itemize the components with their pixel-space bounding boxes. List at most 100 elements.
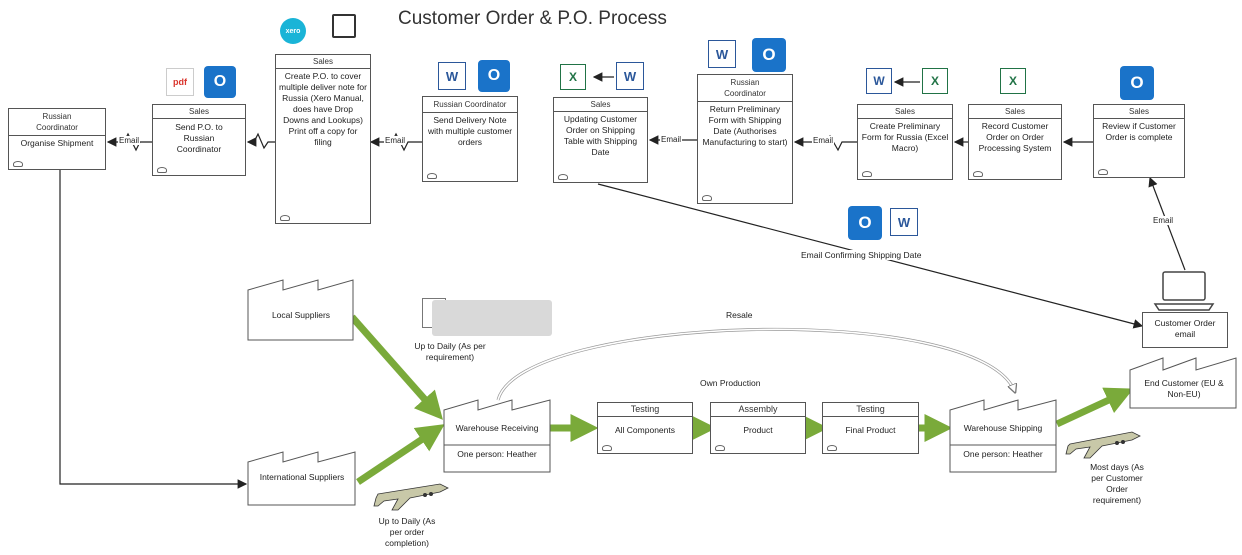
operator-icon — [862, 171, 872, 177]
operator-icon — [427, 173, 437, 179]
resale-label: Resale — [726, 310, 753, 320]
email-label: Email — [1152, 216, 1175, 225]
box-header: Russian Coordinator — [423, 97, 517, 113]
warehouse-receiving-label: Warehouse Receiving — [455, 423, 539, 433]
email-label: Email — [384, 136, 407, 145]
pdf-icon: pdf — [166, 68, 194, 96]
process-box-record-customer-order: Sales Record Customer Order on Order Pro… — [968, 104, 1062, 180]
excel-icon: X — [560, 64, 586, 90]
process-box-updating-customer-order: Sales Updating Customer Order on Shippin… — [553, 97, 648, 183]
box-body: Updating Customer Order on Shipping Tabl… — [563, 114, 638, 157]
excel-icon: X — [922, 68, 948, 94]
warehouse-receiving-footer: One person: Heather — [457, 449, 537, 459]
box-body: Create P.O. to cover multiple deliver no… — [279, 71, 367, 147]
box-body: All Components — [614, 425, 675, 435]
box-header: Testing — [598, 403, 692, 417]
word-icon: W — [708, 40, 736, 68]
outlook-icon: O — [1120, 66, 1154, 100]
international-suppliers-factory — [247, 451, 356, 506]
email-confirming-label: Email Confirming Shipping Date — [800, 250, 923, 260]
box-header: Sales — [276, 55, 370, 69]
box-body: Review if Customer Order is complete — [1102, 121, 1176, 142]
outlook-icon: O — [848, 206, 882, 240]
document-icon — [332, 14, 356, 38]
box-body: Customer Order email — [1154, 318, 1216, 339]
warehouse-receiving-factory — [443, 399, 551, 473]
operator-icon — [558, 174, 568, 180]
operator-icon — [1098, 169, 1108, 175]
process-box-send-po: Sales Send P.O. to Russian Coordinator — [152, 104, 246, 176]
box-body: Return Preliminary Form with Shipping Da… — [702, 104, 788, 147]
box-header: Testing — [823, 403, 918, 417]
airplane-icon-outbound — [1065, 431, 1141, 459]
word-icon: W — [866, 68, 892, 94]
push-intl-to-receiving — [356, 424, 445, 485]
box-body: Send Delivery Note with multiple custome… — [427, 115, 513, 147]
operator-icon — [715, 445, 725, 451]
box-body: Product — [743, 425, 773, 435]
process-box-create-preliminary-form: Sales Create Preliminary Form for Russia… — [857, 104, 953, 180]
box-header: Assembly — [711, 403, 805, 417]
airplane-icon-inbound — [373, 483, 449, 511]
process-box-review-customer-order: Sales Review if Customer Order is comple… — [1093, 104, 1185, 178]
email-label: Email — [812, 136, 835, 145]
operator-icon — [13, 161, 23, 167]
flow-organise-to-international — [59, 168, 248, 489]
local-frequency-label: Up to Daily (As per requirement) — [414, 341, 486, 362]
local-suppliers-label: Local Suppliers — [271, 310, 331, 320]
box-body: Final Product — [845, 425, 896, 435]
email-label: Email — [660, 135, 683, 144]
process-box-send-delivery-note: Russian Coordinator Send Delivery Note w… — [422, 96, 518, 182]
push-shipping-to-end-customer — [1055, 387, 1134, 428]
process-box-testing-final-product: Testing Final Product — [822, 402, 919, 454]
operator-icon — [702, 195, 712, 201]
warehouse-shipping-footer: One person: Heather — [963, 449, 1043, 459]
end-customer-label: End Customer (EU & Non-EU) — [1144, 378, 1224, 399]
box-body: Send P.O. to Russian Coordinator — [175, 122, 223, 154]
own-production-label: Own Production — [700, 378, 761, 388]
operator-icon — [280, 215, 290, 221]
end-customer-factory — [1129, 357, 1237, 409]
warehouse-shipping-factory — [949, 399, 1057, 473]
process-box-return-preliminary-form: Russian Coordinator Return Preliminary F… — [697, 74, 793, 204]
flow-create-po-to-send — [246, 132, 275, 150]
word-icon: W — [890, 208, 918, 236]
push-local-to-receiving — [349, 314, 443, 420]
diagram-title: Customer Order & P.O. Process — [398, 8, 667, 29]
box-header: Sales — [969, 105, 1061, 119]
word-icon: W — [438, 62, 466, 90]
local-suppliers-factory — [247, 279, 354, 341]
international-frequency-label: Up to Daily (As per order completion) — [378, 516, 436, 548]
customer-order-email-box: Customer Order email — [1142, 312, 1228, 348]
process-box-create-po: Sales Create P.O. to cover multiple deli… — [275, 54, 371, 224]
operator-icon — [973, 171, 983, 177]
outlook-icon: O — [752, 38, 786, 72]
process-box-organise-shipment: Russian Coordinator Organise Shipment — [8, 108, 106, 170]
shipping-frequency-label: Most days (As per Customer Order require… — [1090, 462, 1144, 505]
word-icon: W — [616, 62, 644, 90]
operator-icon — [827, 445, 837, 451]
laptop-icon — [1153, 271, 1215, 311]
box-header: Sales — [1094, 105, 1184, 119]
process-box-assembly-product: Assembly Product — [710, 402, 806, 454]
box-header: Sales — [554, 98, 647, 112]
outlook-icon: O — [478, 60, 510, 92]
process-box-testing-components: Testing All Components — [597, 402, 693, 454]
warehouse-shipping-label: Warehouse Shipping — [963, 423, 1043, 433]
outlook-icon: O — [204, 66, 236, 98]
box-body: Create Preliminary Form for Russia (Exce… — [861, 121, 949, 153]
operator-icon — [602, 445, 612, 451]
box-header: Russian Coordinator — [9, 109, 105, 136]
box-header: Sales — [153, 105, 245, 119]
box-header: Russian Coordinator — [698, 75, 792, 102]
redacted-area — [432, 300, 552, 336]
xero-icon: xero — [280, 18, 306, 44]
resale-arc — [496, 327, 1017, 401]
box-body: Record Customer Order on Order Processin… — [978, 121, 1052, 153]
operator-icon — [157, 167, 167, 173]
excel-icon: X — [1000, 68, 1026, 94]
email-label: Email — [118, 136, 141, 145]
box-header: Sales — [858, 105, 952, 119]
box-body: Organise Shipment — [20, 138, 94, 148]
